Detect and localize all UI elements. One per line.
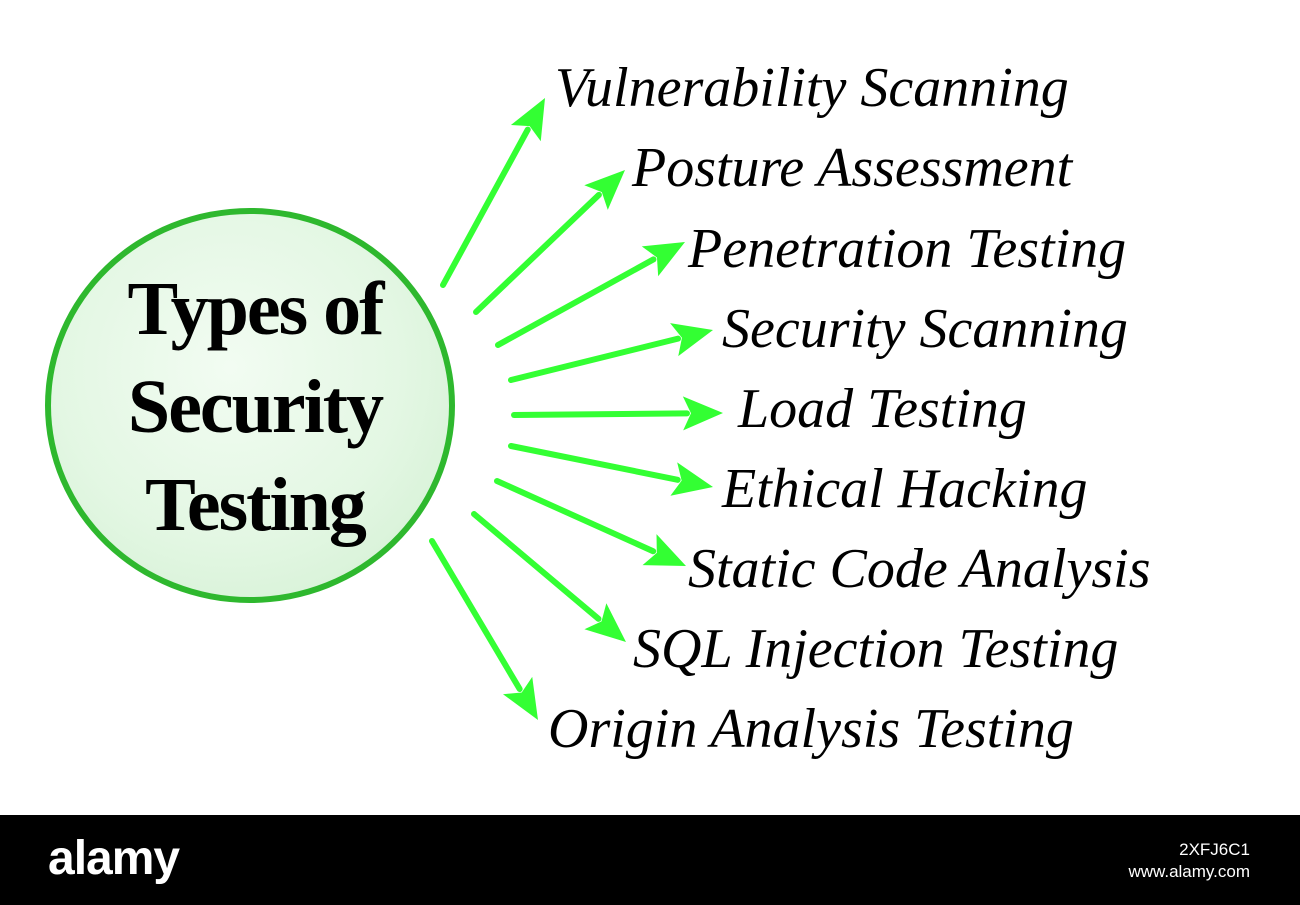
item-penetration-testing: Penetration Testing (688, 218, 1127, 280)
image-id: 2XFJ6C1 (1179, 840, 1250, 859)
arrow-sql-injection-testing (471, 511, 626, 642)
arrow-vulnerability-scanning (440, 98, 545, 288)
item-security-scanning: Security Scanning (722, 298, 1128, 360)
arrow-penetration-testing (495, 242, 685, 348)
arrow-static-code-analysis (494, 478, 686, 566)
arrow-posture-assessment (473, 170, 625, 315)
arrow-security-scanning (508, 323, 713, 383)
item-sql-injection-testing: SQL Injection Testing (633, 618, 1119, 680)
hub-title: Types of Security Testing (45, 260, 465, 554)
item-vulnerability-scanning: Vulnerability Scanning (555, 57, 1069, 119)
footer-bar: alamy 2XFJ6C1 www.alamy.com (0, 815, 1300, 905)
diagram-canvas: Types of Security Testing Vulnerability … (45, 57, 1151, 760)
alamy-logo: alamy (48, 832, 180, 885)
arrows-layer (429, 98, 723, 720)
image-id-block: 2XFJ6C1 www.alamy.com (1128, 839, 1250, 883)
arrow-ethical-hacking (508, 443, 713, 496)
hub-title-line: Security (127, 365, 384, 449)
item-origin-analysis-testing: Origin Analysis Testing (548, 698, 1074, 760)
hub-title-line: Types of (127, 267, 385, 351)
item-posture-assessment: Posture Assessment (632, 137, 1073, 199)
hub-title-line: Testing (145, 463, 367, 547)
item-load-testing: Load Testing (738, 378, 1027, 440)
item-ethical-hacking: Ethical Hacking (722, 458, 1088, 520)
arrow-origin-analysis-testing (429, 538, 538, 720)
arrow-load-testing (511, 396, 723, 431)
item-static-code-analysis: Static Code Analysis (688, 538, 1151, 600)
site-url: www.alamy.com (1128, 862, 1250, 881)
hub-circle (45, 208, 455, 603)
